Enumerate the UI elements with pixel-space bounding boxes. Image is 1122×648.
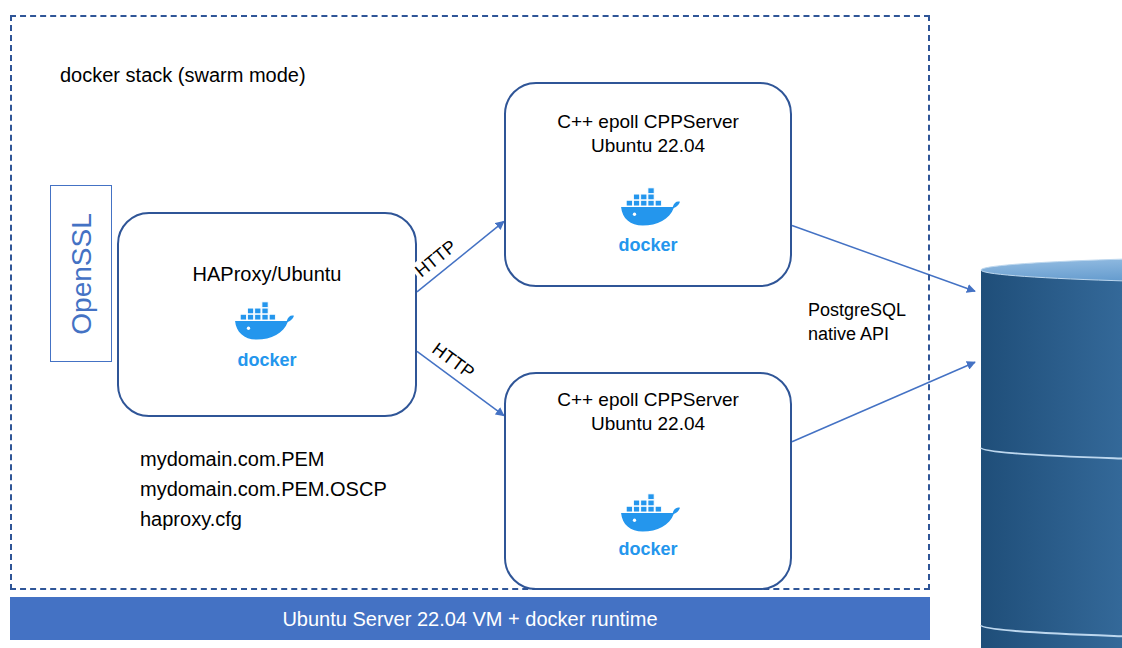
database-cylinder xyxy=(975,250,1115,415)
region-title: docker stack (swarm mode) xyxy=(60,63,306,88)
connector-arrow xyxy=(792,226,975,292)
protocol-note: PostgreSQL native API xyxy=(808,298,913,347)
logo-wordmark: docker xyxy=(618,538,677,561)
docker-whale-icon xyxy=(619,492,681,534)
host-band: Ubuntu Server 22.04 VM + docker runtime xyxy=(10,597,930,640)
library-label: OpenSSL xyxy=(64,213,99,334)
openssl-box: OpenSSL xyxy=(50,185,112,362)
container-box: C++ epoll CPPServer Ubuntu 22.04 docker xyxy=(504,372,792,590)
config-file-name: mydomain.com.PEM.OSCP xyxy=(140,474,387,504)
container-title: C++ epoll CPPServer Ubuntu 22.04 xyxy=(533,388,763,436)
docker-whale-icon xyxy=(619,186,681,228)
database-outline xyxy=(975,250,1122,648)
connector-arrow xyxy=(792,362,975,442)
logo-wordmark: docker xyxy=(618,234,677,257)
stack-region: OpenSSLHAProxy/UbuntudockerC++ epoll CPP… xyxy=(10,15,930,590)
container-title: HAProxy/Ubuntu xyxy=(193,262,342,287)
docker-whale-icon xyxy=(233,300,295,342)
band-label: Ubuntu Server 22.04 VM + docker runtime xyxy=(282,606,657,631)
config-file-name: mydomain.com.PEM xyxy=(140,444,325,474)
container-title: C++ epoll CPPServer Ubuntu 22.04 xyxy=(533,110,763,158)
container-box: C++ epoll CPPServer Ubuntu 22.04 docker xyxy=(504,82,792,287)
protocol-label: HTTP xyxy=(410,234,463,282)
logo-wordmark: docker xyxy=(237,349,296,372)
container-box: HAProxy/Ubuntu docker xyxy=(117,212,417,417)
config-file-name: haproxy.cfg xyxy=(140,504,242,534)
